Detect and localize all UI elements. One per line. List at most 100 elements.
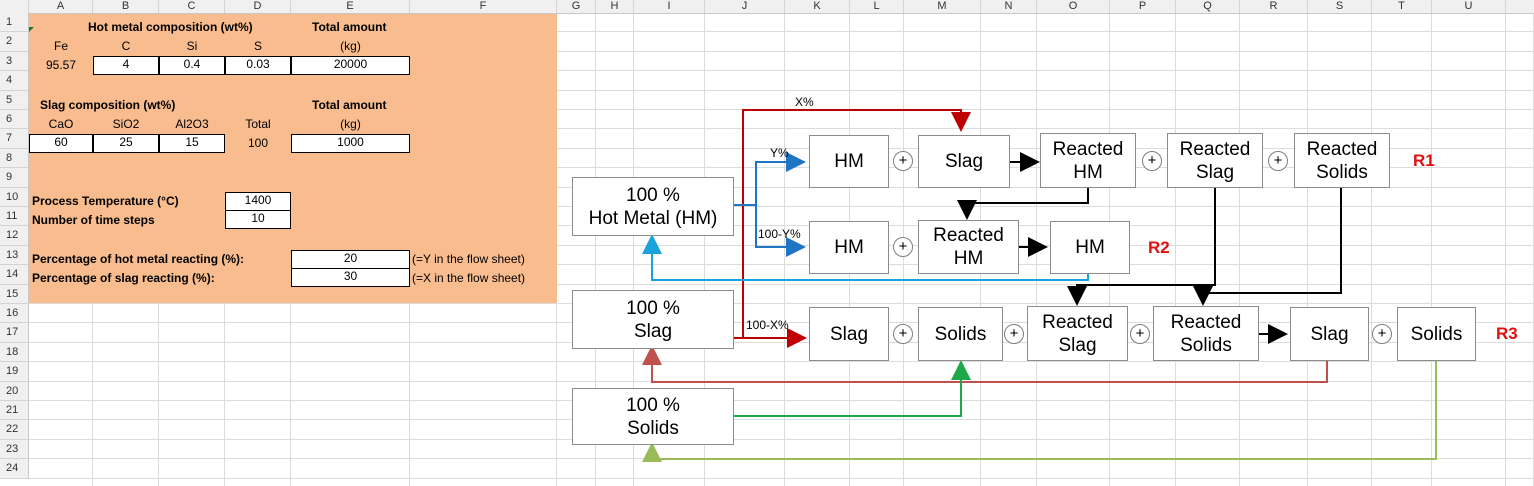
source-hot-metal[interactable]: 100 % Hot Metal (HM): [572, 177, 734, 236]
label-al2o3: Al2O3: [175, 117, 209, 131]
hot-metal-total-value[interactable]: 20000: [291, 56, 410, 75]
value-fe[interactable]: 95.57: [45, 58, 77, 72]
r3-reacted-slag[interactable]: Reacted Slag: [1027, 306, 1128, 361]
r1-reacted-solids[interactable]: Reacted Solids: [1294, 133, 1390, 188]
column-header[interactable]: Q: [1176, 0, 1240, 13]
label-cao: CaO: [48, 117, 74, 131]
r3-reacted-solids[interactable]: Reacted Solids: [1153, 306, 1259, 361]
steps-value[interactable]: 10: [225, 210, 291, 229]
row-header[interactable]: 17: [0, 323, 29, 343]
value-si[interactable]: 0.4: [159, 56, 225, 75]
column-header[interactable]: D: [225, 0, 291, 13]
slag-reacting-value[interactable]: 30: [291, 268, 410, 287]
r3-solids-out[interactable]: Solids: [1397, 307, 1476, 361]
label-si: Si: [186, 39, 198, 53]
column-header[interactable]: S: [1308, 0, 1372, 13]
column-header[interactable]: P: [1110, 0, 1176, 13]
row-header[interactable]: 16: [0, 304, 29, 324]
plus-icon: +: [1142, 151, 1162, 171]
column-header[interactable]: O: [1037, 0, 1110, 13]
grid-line: [29, 225, 1534, 227]
value-cao[interactable]: 60: [29, 134, 93, 153]
value-total[interactable]: 100: [247, 136, 269, 150]
row-header[interactable]: 3: [0, 51, 29, 72]
label-x-percent: X%: [795, 95, 814, 109]
slag-reacting-note: (=X in the flow sheet): [412, 271, 526, 285]
row-header[interactable]: 21: [0, 401, 29, 421]
row-header[interactable]: 5: [0, 90, 29, 110]
slag-reacting-label: Percentage of slag reacting (%):: [32, 271, 215, 285]
r1-reacted-slag[interactable]: Reacted Slag: [1167, 133, 1263, 188]
label-100-y-percent: 100-Y%: [758, 227, 801, 241]
grid-line: [633, 13, 634, 486]
row-header[interactable]: 1: [0, 13, 29, 33]
grid-line: [29, 244, 1534, 246]
column-header[interactable]: L: [850, 0, 904, 13]
column-header[interactable]: K: [785, 0, 850, 13]
r1-reacted-hm[interactable]: Reacted HM: [1040, 133, 1136, 188]
column-header[interactable]: M: [904, 0, 981, 13]
row-header[interactable]: 19: [0, 362, 29, 382]
column-header[interactable]: B: [93, 0, 159, 13]
column-header[interactable]: I: [634, 0, 705, 13]
row-header[interactable]: 24: [0, 459, 29, 479]
cell-error-marker: [29, 27, 34, 32]
r3-solids[interactable]: Solids: [918, 307, 1003, 361]
row-header[interactable]: 15: [0, 284, 29, 304]
r1-slag[interactable]: Slag: [918, 135, 1010, 188]
r3-slag-out[interactable]: Slag: [1290, 307, 1369, 361]
column-header[interactable]: E: [291, 0, 410, 13]
column-header[interactable]: J: [705, 0, 785, 13]
column-header[interactable]: H: [596, 0, 634, 13]
plus-icon: +: [893, 151, 913, 171]
grid-line: [29, 206, 1534, 207]
grid-line: [1371, 13, 1372, 486]
column-header[interactable]: A: [29, 0, 93, 13]
row-header[interactable]: 12: [0, 226, 29, 246]
grid-line: [29, 70, 1534, 72]
source-solids[interactable]: 100 % Solids: [572, 388, 734, 445]
label-s: S: [253, 39, 262, 53]
value-s[interactable]: 0.03: [225, 56, 291, 75]
r2-reacted-hm[interactable]: Reacted HM: [918, 220, 1019, 274]
plus-icon: +: [1130, 324, 1150, 344]
column-header[interactable]: U: [1432, 0, 1506, 13]
row-header[interactable]: 7: [0, 129, 29, 149]
row-header[interactable]: 22: [0, 420, 29, 440]
row-header[interactable]: 4: [0, 71, 29, 91]
column-header[interactable]: F: [410, 0, 557, 13]
select-all-corner[interactable]: [0, 0, 29, 13]
source-slag[interactable]: 100 % Slag: [572, 290, 734, 349]
slag-total-value[interactable]: 1000: [291, 134, 410, 153]
grid-line: [29, 167, 1534, 169]
column-header[interactable]: G: [557, 0, 596, 13]
row-header[interactable]: 2: [0, 32, 29, 52]
r3-slag[interactable]: Slag: [809, 307, 889, 361]
r1-hm[interactable]: HM: [809, 135, 889, 188]
value-al2o3[interactable]: 15: [159, 134, 225, 153]
column-header[interactable]: T: [1372, 0, 1432, 13]
row-header[interactable]: 11: [0, 207, 29, 227]
grid-line: [29, 186, 1534, 188]
row-header[interactable]: 20: [0, 381, 29, 401]
row-header[interactable]: 8: [0, 148, 29, 169]
grid-line: [595, 13, 596, 486]
column-header[interactable]: C: [159, 0, 225, 13]
r2-hm-out[interactable]: HM: [1050, 221, 1130, 274]
row-header[interactable]: 23: [0, 439, 29, 460]
row-header[interactable]: 6: [0, 110, 29, 130]
value-sio2[interactable]: 25: [93, 134, 159, 153]
column-header[interactable]: N: [981, 0, 1037, 13]
column-header[interactable]: R: [1240, 0, 1308, 13]
row-header[interactable]: 13: [0, 245, 29, 266]
row-header[interactable]: 14: [0, 265, 29, 285]
row-header[interactable]: 10: [0, 187, 29, 207]
value-c[interactable]: 4: [93, 56, 159, 75]
hm-reacting-note: (=Y in the flow sheet): [412, 252, 525, 266]
grid-line: [1307, 13, 1308, 486]
label-r3: R3: [1496, 324, 1518, 343]
r2-hm[interactable]: HM: [809, 221, 889, 274]
row-header[interactable]: 9: [0, 168, 29, 188]
row-header[interactable]: 18: [0, 342, 29, 363]
